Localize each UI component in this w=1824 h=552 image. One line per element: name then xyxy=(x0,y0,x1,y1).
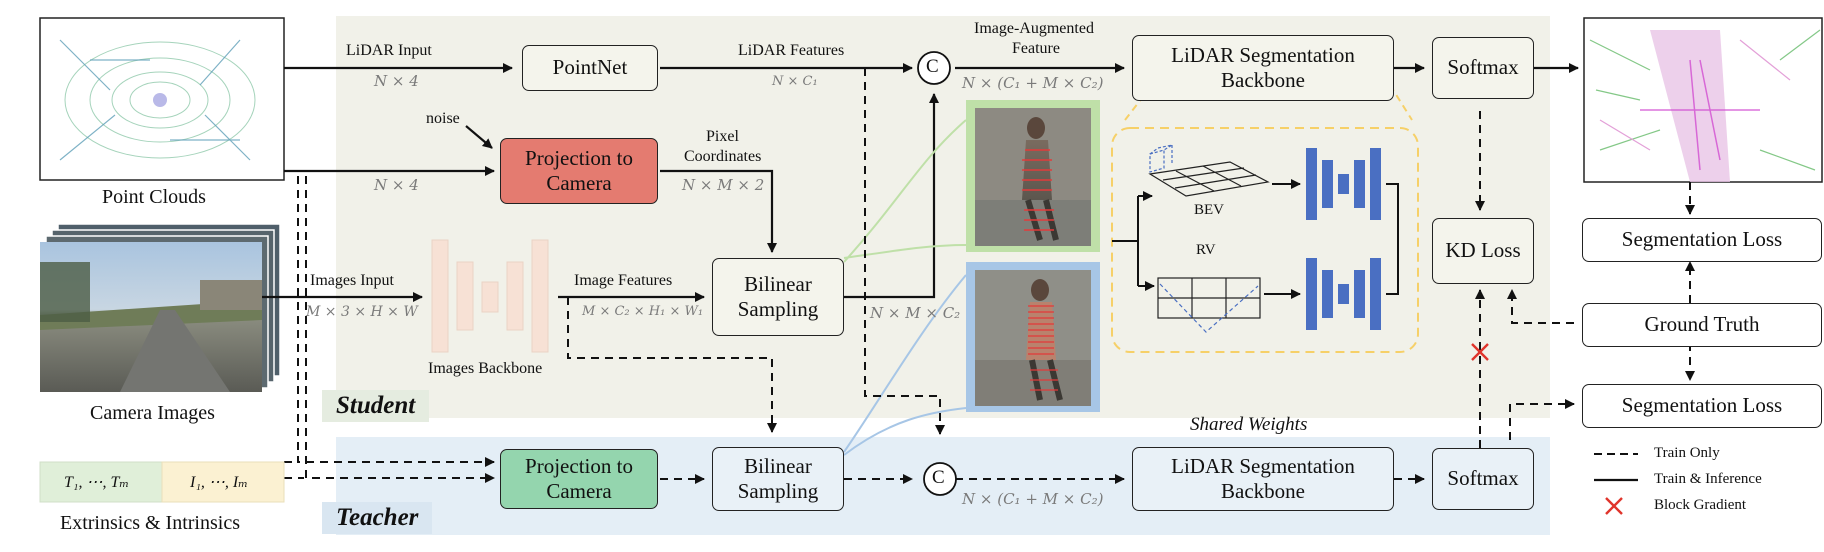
pixel-coordinates-label-2: Coordinates xyxy=(684,148,762,165)
student-tag: Student xyxy=(322,390,430,422)
segmentation-loss-top-box: Segmentation Loss xyxy=(1582,218,1822,262)
unet-bev xyxy=(1306,148,1381,220)
teacher-seg-backbone-line1: LiDAR Segmentation xyxy=(1171,453,1355,478)
intrinsics-box xyxy=(161,461,285,503)
segmentation-loss-bottom-label: Segmentation Loss xyxy=(1621,393,1783,418)
student-seg-backbone-line2: Backbone xyxy=(1221,68,1305,92)
pixel-coordinates-label-1: Pixel xyxy=(706,128,739,145)
pointnet-label: PointNet xyxy=(552,55,628,80)
camera-images-stack xyxy=(40,223,281,392)
augmented-dim: N × (C₁ + M × C₂) xyxy=(962,74,1104,92)
student-projection-box: Projection to Camera xyxy=(500,138,658,204)
images-backbone-shape xyxy=(431,239,549,353)
segmented-point-cloud-image xyxy=(1583,17,1823,183)
teacher-bilinear-line2: Sampling xyxy=(737,479,819,503)
rv-grid xyxy=(1157,277,1261,333)
kd-loss-label: KD Loss xyxy=(1445,238,1521,263)
student-bilinear-line1: Bilinear xyxy=(744,271,812,296)
legend-train-only: Train Only xyxy=(1654,445,1720,461)
student-projection-line2: Camera xyxy=(546,171,612,195)
student-softmax-label: Softmax xyxy=(1447,55,1519,80)
teacher-seg-backbone-line2: Backbone xyxy=(1221,479,1305,503)
pixel-dim: N × M × 2 xyxy=(682,176,765,194)
student-seg-backbone-line1: LiDAR Segmentation xyxy=(1171,42,1355,67)
segmentation-loss-bottom-box: Segmentation Loss xyxy=(1582,384,1822,428)
camera-images-caption: Camera Images xyxy=(90,402,215,424)
image-features-green xyxy=(966,100,1100,252)
shared-weights-label: Shared Weights xyxy=(1190,414,1308,435)
teacher-softmax-box: Softmax xyxy=(1432,448,1534,510)
bev-label: BEV xyxy=(1194,202,1224,218)
images-backbone-label: Images Backbone xyxy=(428,360,543,377)
image-features-label: Image Features xyxy=(574,272,673,289)
student-bilinear-box: Bilinear Sampling xyxy=(712,258,844,336)
bev-grid xyxy=(1148,144,1270,197)
legend-train-inference: Train & Inference xyxy=(1654,471,1762,487)
intrinsics-symbol: I₁, ⋯, Iₘ xyxy=(190,474,249,491)
image-features-dim: M × C₂ × H₁ × W₁ xyxy=(582,304,704,319)
student-seg-backbone-box: LiDAR Segmentation Backbone xyxy=(1132,35,1394,101)
point-cloud-image xyxy=(39,17,285,181)
dashed-arrows xyxy=(284,68,1695,484)
unet-rv xyxy=(1306,258,1381,330)
extrinsics-intrinsics-caption: Extrinsics & Intrinsics xyxy=(60,512,240,534)
teacher-bilinear-line1: Bilinear xyxy=(744,453,812,478)
kd-loss-box: KD Loss xyxy=(1432,218,1534,284)
ground-truth-box: Ground Truth xyxy=(1582,303,1822,347)
lidar-input-label: LiDAR Input xyxy=(346,42,432,59)
concat-student-symbol: C xyxy=(926,56,939,77)
legend-block-gradient: Block Gradient xyxy=(1654,497,1747,513)
lidar-features-label: LiDAR Features xyxy=(738,42,845,59)
lidar-features-dim: N × C₁ xyxy=(772,74,818,89)
sampled-dim: N × M × C₂ xyxy=(870,304,961,322)
teacher-bilinear-box: Bilinear Sampling xyxy=(712,447,844,511)
images-input-label: Images Input xyxy=(310,272,394,289)
teacher-projection-box: Projection to Camera xyxy=(500,449,658,509)
teacher-projection-line2: Camera xyxy=(546,479,612,503)
point-clouds-caption: Point Clouds xyxy=(102,186,206,208)
legend-glyphs xyxy=(1594,453,1638,515)
fusion-branches xyxy=(1112,179,1399,299)
rv-label: RV xyxy=(1196,242,1216,258)
student-bilinear-line2: Sampling xyxy=(737,297,819,321)
extrinsics-symbol: T₁, ⋯, Tₘ xyxy=(64,474,130,491)
teacher-softmax-label: Softmax xyxy=(1447,466,1519,491)
images-input-dim: M × 3 × H × W xyxy=(306,304,418,320)
student-softmax-box: Softmax xyxy=(1432,37,1534,99)
concat-teacher-symbol: C xyxy=(932,467,945,488)
noise-label: noise xyxy=(426,110,460,127)
ground-truth-label: Ground Truth xyxy=(1644,312,1760,337)
extrinsics-box xyxy=(39,461,163,503)
solid-arrows xyxy=(262,63,1579,302)
teacher-seg-backbone-box: LiDAR Segmentation Backbone xyxy=(1132,447,1394,511)
segmentation-loss-top-label: Segmentation Loss xyxy=(1621,227,1783,252)
image-augmented-label-2: Feature xyxy=(1012,40,1060,57)
teacher-tag: Teacher xyxy=(322,502,433,534)
teacher-augmented-dim: N × (C₁ + M × C₂) xyxy=(962,490,1104,508)
lidar-input-dim: N × 4 xyxy=(374,72,419,90)
block-gradient-mark xyxy=(1471,343,1489,361)
image-features-blue xyxy=(966,262,1100,412)
pointnet-box: PointNet xyxy=(522,45,658,91)
teacher-projection-line1: Projection to xyxy=(525,453,633,478)
lidar-to-proj-dim: N × 4 xyxy=(374,176,419,194)
concat-teacher xyxy=(923,462,957,496)
image-augmented-label-1: Image-Augmented xyxy=(974,20,1094,37)
concat-student xyxy=(917,51,951,85)
student-projection-line1: Projection to xyxy=(525,145,633,170)
